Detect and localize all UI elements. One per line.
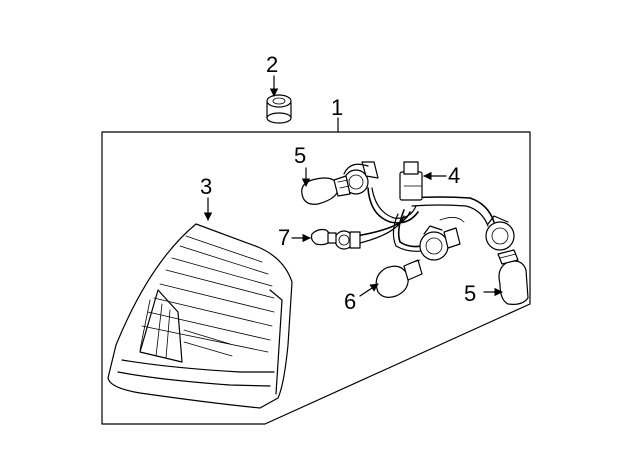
wiring-harness-part xyxy=(334,161,515,261)
bulb-right-part xyxy=(497,249,529,305)
tail-lamp-housing-part xyxy=(107,223,293,409)
callout-6-arrow xyxy=(359,283,379,297)
callout-7-label: 7 xyxy=(278,225,290,250)
callout-1-label: 1 xyxy=(331,95,343,120)
bulb-6-part xyxy=(375,259,423,298)
bulb-7-part xyxy=(310,228,337,246)
assembly-outline xyxy=(101,131,531,425)
callout-3-label: 3 xyxy=(200,174,212,199)
callout-5-right-label: 5 xyxy=(464,281,476,306)
callout-2-label: 2 xyxy=(266,52,278,77)
clip-nut-part xyxy=(266,94,292,124)
callout-4-label: 4 xyxy=(448,163,460,188)
bulb-upper-part xyxy=(301,175,351,205)
callout-6-label: 6 xyxy=(344,289,356,314)
callout-5-upper-label: 5 xyxy=(294,143,306,168)
